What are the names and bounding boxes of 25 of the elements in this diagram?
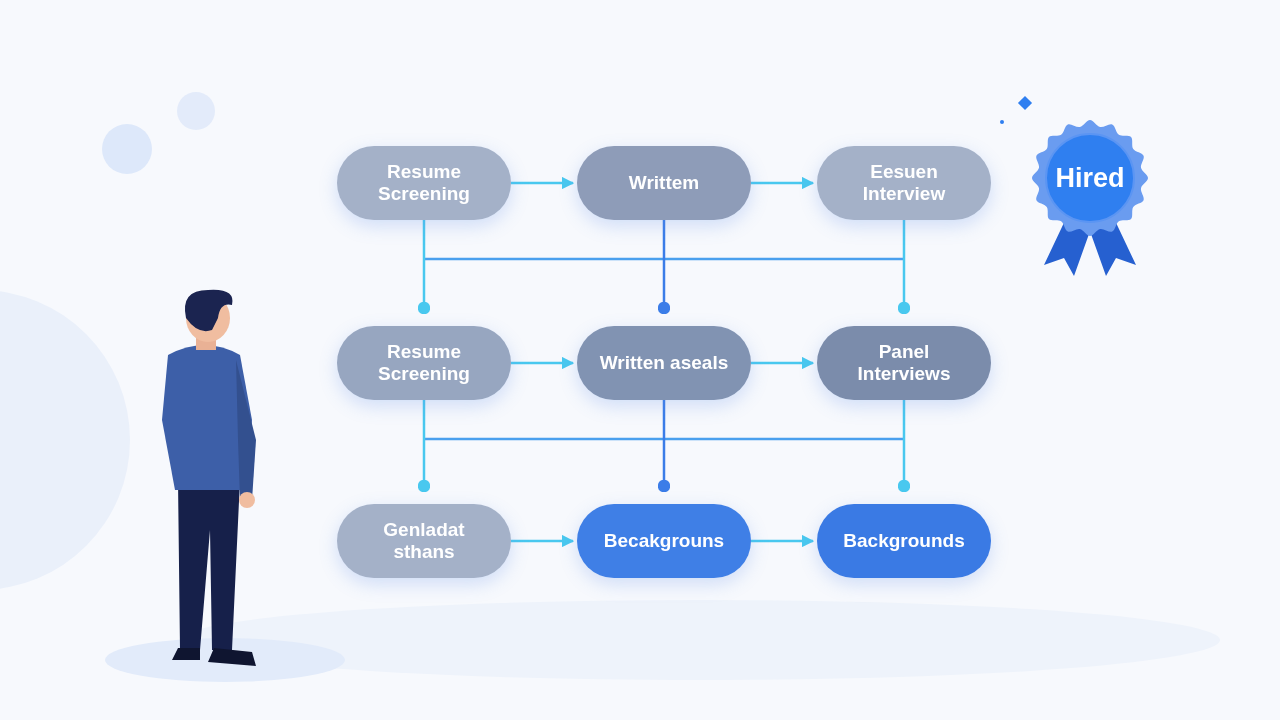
process-pill [337,504,511,578]
node-label: Resume Screening [377,161,471,205]
connector-arrow [511,356,575,370]
connector-arrow [511,534,575,548]
node-label: Eesuen Interview [861,161,947,205]
node-label: Writtem [627,172,701,194]
node-label: Panel Interviews [856,341,952,385]
process-pill [577,146,751,220]
node-label: Resume Screening [377,341,471,385]
process-pill [337,326,511,400]
process-pill [337,146,511,220]
node-label: Written aseals [598,352,730,374]
connector-arrow [751,356,815,370]
node-label: Backgrounds [842,530,966,552]
process-pill [817,504,991,578]
node-label: Becakgrouns [602,530,726,552]
process-pill [577,504,751,578]
node-label: Genladat sthans [382,519,466,563]
process-pill [817,146,991,220]
connector-arrow [511,176,575,190]
process-pill [817,326,991,400]
node-label: Hired [1054,161,1126,195]
process-pill [577,326,751,400]
connector-arrow [751,176,815,190]
connector-arrow [751,534,815,548]
